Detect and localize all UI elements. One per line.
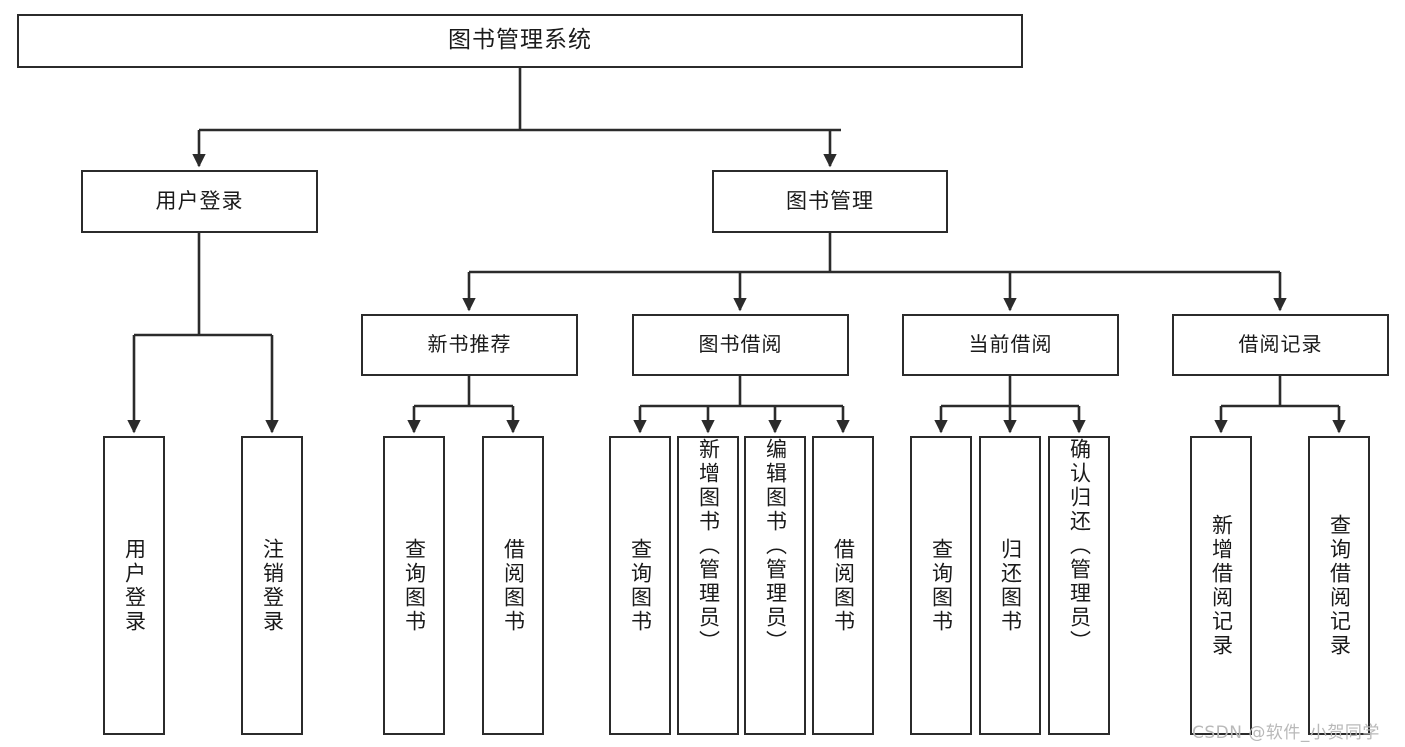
- node-label: 新书推荐: [427, 332, 512, 357]
- node-leaf-query-book-2[interactable]: 查询图书: [609, 436, 671, 735]
- node-leaf-user-login[interactable]: 用户登录: [103, 436, 165, 735]
- node-leaf-logout-login[interactable]: 注销登录: [241, 436, 303, 735]
- node-label: 图书借阅: [698, 332, 783, 357]
- node-leaf-query-book-3[interactable]: 查询图书: [910, 436, 972, 735]
- node-leaf-edit-book[interactable]: 编辑图书（管理员）: [744, 436, 806, 735]
- csdn-watermark: CSDN @软件_小贺同学: [1192, 723, 1380, 743]
- node-borrow-record[interactable]: 借阅记录: [1172, 314, 1389, 376]
- node-label: 新增借阅记录: [1209, 513, 1234, 658]
- node-leaf-return-book[interactable]: 归还图书: [979, 436, 1041, 735]
- node-label: 编辑图书（管理员）: [763, 438, 788, 654]
- node-label: 注销登录: [260, 537, 285, 634]
- node-current-borrow[interactable]: 当前借阅: [902, 314, 1119, 376]
- node-label: 查询图书: [628, 537, 653, 634]
- node-leaf-borrow-book-2[interactable]: 借阅图书: [812, 436, 874, 735]
- node-leaf-confirm-return[interactable]: 确认归还（管理员）: [1048, 436, 1110, 735]
- node-leaf-add-record[interactable]: 新增借阅记录: [1190, 436, 1252, 735]
- node-label: 借阅图书: [501, 537, 526, 634]
- node-label: 查询图书: [929, 537, 954, 634]
- node-label: 图书管理系统: [448, 27, 592, 54]
- node-book-management-system[interactable]: 图书管理系统: [17, 14, 1023, 68]
- node-book-management[interactable]: 图书管理: [712, 170, 948, 233]
- node-new-book-recommend[interactable]: 新书推荐: [361, 314, 578, 376]
- node-label: 借阅图书: [831, 537, 856, 634]
- node-user-login[interactable]: 用户登录: [81, 170, 318, 233]
- node-leaf-borrow-book-1[interactable]: 借阅图书: [482, 436, 544, 735]
- node-label: 用户登录: [155, 189, 244, 214]
- node-label: 查询图书: [402, 537, 427, 634]
- node-leaf-query-book-1[interactable]: 查询图书: [383, 436, 445, 735]
- node-book-borrow[interactable]: 图书借阅: [632, 314, 849, 376]
- node-label: 确认归还（管理员）: [1067, 438, 1092, 654]
- node-label: 图书管理: [786, 189, 874, 214]
- node-label: 归还图书: [998, 537, 1023, 634]
- node-label: 当前借阅: [968, 332, 1053, 357]
- node-label: 新增图书（管理员）: [696, 438, 721, 654]
- node-label: 查询借阅记录: [1327, 513, 1352, 658]
- node-leaf-query-record[interactable]: 查询借阅记录: [1308, 436, 1370, 735]
- node-label: 借阅记录: [1238, 332, 1323, 357]
- node-label: 用户登录: [122, 537, 147, 634]
- node-leaf-add-book[interactable]: 新增图书（管理员）: [677, 436, 739, 735]
